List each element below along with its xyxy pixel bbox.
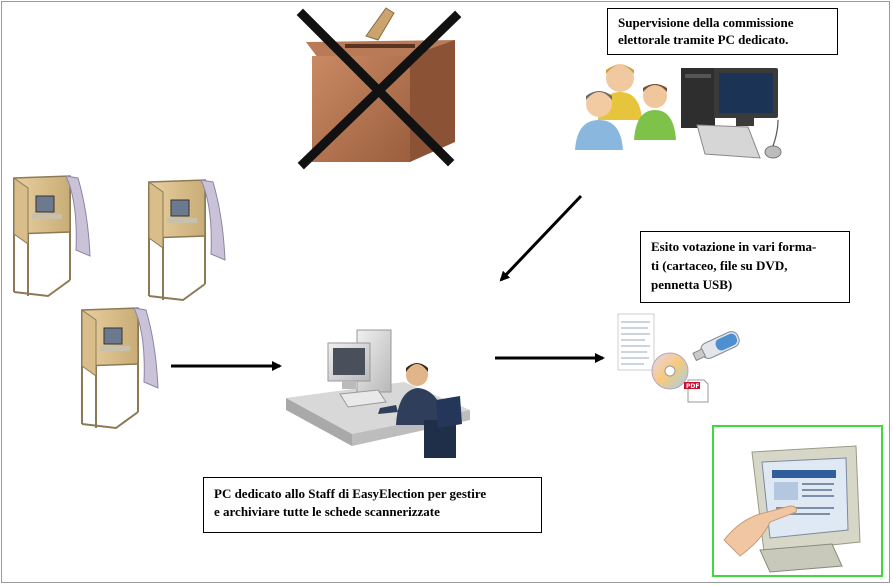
voting-booth-icon: [13, 175, 91, 298]
touchscreen-kiosk-icon: [723, 445, 861, 573]
committee-people-icon: [575, 64, 676, 150]
touchscreen-highlight-box: [712, 425, 883, 577]
voting-booth-icon: [148, 179, 226, 302]
arrow-supervision-to-flow: [499, 194, 583, 282]
output-media-icon: PDF: [617, 313, 740, 403]
desktop-computer-icon: [681, 68, 782, 159]
results-label: Esito votazione in vari forma- ti (carta…: [640, 231, 850, 303]
staff-pc-label: PC dedicato allo Staff di EasyElection p…: [203, 477, 542, 533]
crossed-ballot-box-icon: [296, 7, 462, 170]
supervision-label: Supervisione della commissione elettoral…: [607, 8, 838, 55]
voting-booth-icon: [81, 307, 159, 430]
svg-text:PDF: PDF: [686, 383, 699, 390]
operator-workstation-icon: [286, 329, 470, 458]
